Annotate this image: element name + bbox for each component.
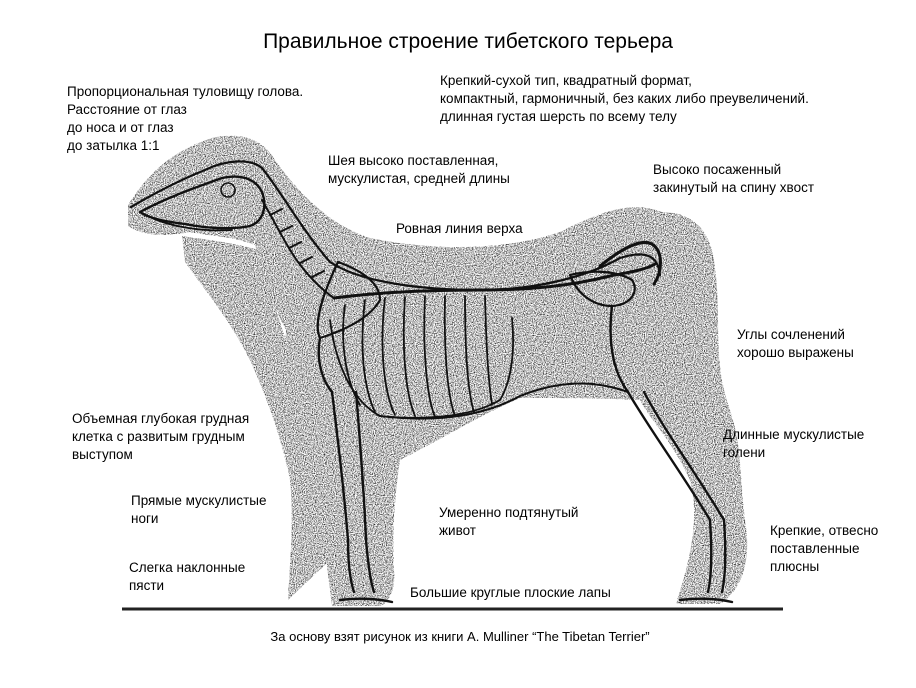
label-topline: Ровная линия верха bbox=[396, 221, 523, 236]
skull bbox=[138, 175, 266, 230]
label-belly: Умеренно подтянутый живот bbox=[439, 505, 579, 538]
ribcage bbox=[329, 295, 514, 419]
label-chest: Объемная глубокая грудная клетка с разви… bbox=[72, 411, 250, 462]
fur-coat bbox=[128, 135, 748, 606]
front-leg bbox=[317, 336, 394, 604]
page-title: Правильное строение тибетского терьера bbox=[263, 30, 673, 53]
label-tail: Высоко посаженный закинутый на спину хво… bbox=[653, 162, 815, 195]
label-head: Пропорциональная туловищу голова. Рассто… bbox=[67, 84, 304, 153]
label-neck: Шея высоко поставленная, мускулистая, ср… bbox=[328, 153, 510, 186]
tail bbox=[598, 241, 662, 286]
hind-leg bbox=[609, 304, 734, 604]
label-legs: Прямые мускулистые ноги bbox=[131, 493, 267, 526]
eye-socket bbox=[220, 182, 236, 198]
label-angles: Углы сочленений хорошо выражены bbox=[737, 327, 854, 360]
jaw bbox=[151, 217, 233, 232]
neck-vertebrae bbox=[261, 199, 335, 299]
label-pasterns: Слегка наклонные пясти bbox=[129, 560, 246, 593]
scapula bbox=[316, 260, 382, 340]
fur-chest-apron bbox=[182, 236, 330, 600]
skeleton bbox=[129, 160, 734, 604]
label-shins: Длинные мускулистые голени bbox=[723, 427, 865, 460]
label-hocks: Крепкие, отвесно поставленные плюсны bbox=[770, 523, 879, 574]
belly-line bbox=[379, 382, 629, 420]
pelvis bbox=[568, 270, 636, 308]
spine bbox=[332, 262, 657, 300]
figure-caption: За основу взят рисунок из книги A. Mulli… bbox=[270, 629, 650, 644]
label-paws: Большие круглые плоские лапы bbox=[410, 585, 611, 600]
fur-coat-body bbox=[128, 135, 748, 606]
label-type: Крепкий-сухой тип, квадратный формат, ко… bbox=[440, 73, 809, 124]
body-outline bbox=[129, 160, 662, 292]
